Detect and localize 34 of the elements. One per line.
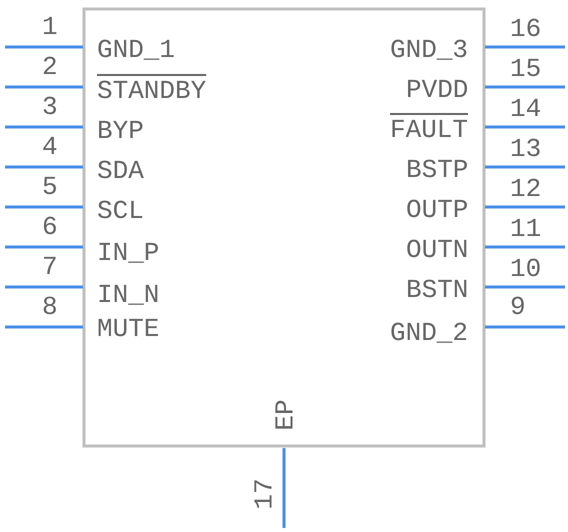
pin-number: 12: [510, 176, 542, 202]
pin-name: PVDD: [406, 77, 468, 103]
pin-name: OUTN: [406, 237, 468, 263]
pin-number: 3: [42, 94, 58, 120]
pin-number: 5: [42, 174, 58, 200]
pin-name: BSTN: [406, 277, 468, 303]
pin-number: 16: [510, 16, 542, 42]
pin-number: 8: [42, 294, 58, 320]
pin-name: SDA: [97, 158, 144, 184]
pin-name: SCL: [97, 198, 144, 224]
pin-name: FAULT: [390, 117, 468, 143]
pin-name: GND_1: [97, 37, 176, 63]
pin-number: 1: [42, 14, 58, 40]
pin-number: 14: [510, 96, 542, 122]
pin-number: 10: [510, 256, 542, 282]
pin-name: GND_3: [390, 37, 468, 63]
pin-name: IN_P: [97, 240, 160, 266]
pin-name: IN_N: [97, 282, 160, 308]
pin-number: 11: [510, 216, 542, 242]
pin-number: 6: [42, 214, 58, 240]
pin-number: 13: [510, 136, 542, 162]
pin-number: 4: [42, 134, 58, 160]
pin-number: 2: [42, 54, 58, 80]
pin-name: EP: [272, 399, 298, 431]
pin-name: BYP: [97, 118, 144, 144]
pin-number: 7: [42, 254, 58, 280]
pin-number: 9: [510, 294, 526, 320]
pin-name: OUTP: [406, 197, 468, 223]
pin-name: MUTE: [97, 316, 160, 342]
pin-number: 15: [510, 56, 542, 82]
pin-name: BSTP: [406, 157, 468, 183]
pin-name: STANDBY: [97, 78, 206, 104]
pin-name: GND_2: [390, 320, 468, 346]
pin-number: 17: [251, 478, 278, 510]
